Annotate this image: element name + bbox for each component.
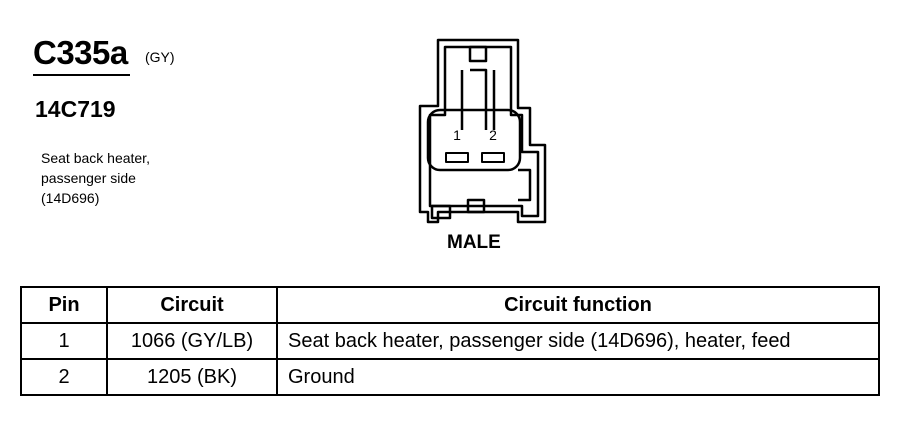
description-line: passenger side (41, 170, 136, 186)
table-header-row: Pin Circuit Circuit function (20, 286, 880, 324)
connector-bottom-tab (466, 198, 486, 214)
connector-color-code: (GY) (145, 49, 175, 65)
connector-gender-label: MALE (447, 232, 501, 253)
connector-housing-inner (428, 45, 540, 218)
table-row: 2 1205 (BK) Ground (20, 358, 880, 396)
description-line: (14D696) (41, 190, 100, 206)
connector-id-underline (33, 74, 130, 76)
table-row: 1 1066 (GY/LB) Seat back heater, passeng… (20, 322, 880, 360)
cell-circuit-function: Seat back heater, passenger side (14D696… (276, 322, 880, 360)
terminal-blade-1 (445, 152, 469, 163)
header-pin: Pin (20, 286, 108, 324)
pin-label-1: 1 (453, 127, 461, 143)
cell-circuit: 1205 (BK) (106, 358, 278, 396)
connector-id: C335a (33, 34, 128, 71)
connector-mating-face (426, 108, 522, 172)
connector-latch-slot (460, 68, 496, 130)
terminal-blade-2 (481, 152, 505, 163)
pin-table: Pin Circuit Circuit function 1 1066 (GY/… (20, 286, 880, 396)
connector-face-diagram: 1 2 (418, 38, 547, 224)
cell-circuit-function: Ground (276, 358, 880, 396)
cell-pin: 1 (20, 322, 108, 360)
description-line: Seat back heater, (41, 150, 150, 166)
connector-housing-outline (418, 38, 547, 224)
cell-circuit: 1066 (GY/LB) (106, 322, 278, 360)
cell-pin: 2 (20, 358, 108, 396)
connector-description: Seat back heater, passenger side (14D696… (41, 148, 150, 208)
connector-side-lock (518, 168, 532, 202)
header-circuit: Circuit (106, 286, 278, 324)
pin-label-2: 2 (489, 127, 497, 143)
part-number: 14C719 (35, 96, 116, 122)
connector-top-key (468, 45, 488, 63)
connector-bottom-tab (430, 204, 452, 220)
header-circuit-function: Circuit function (276, 286, 880, 324)
